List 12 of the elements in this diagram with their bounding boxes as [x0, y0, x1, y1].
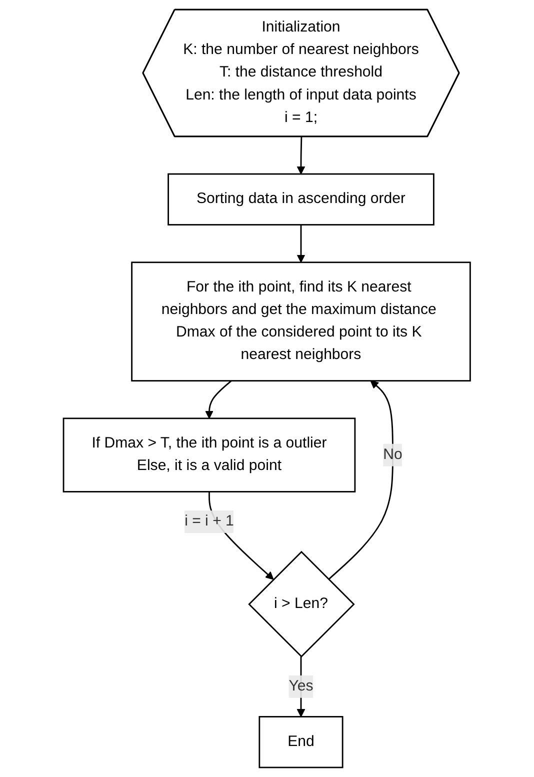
- node-box: End: [258, 716, 344, 768]
- node-box: If Dmax > T, the ith point is a outlier Else, it is a valid point: [62, 418, 356, 492]
- edge-label: No: [383, 446, 403, 463]
- arrow: [297, 136, 306, 174]
- node-diamond: i > Len?: [248, 550, 355, 658]
- edge-label: Yes: [288, 678, 314, 694]
- node-box: Sorting data in ascending order: [168, 173, 435, 226]
- arrow: [328, 380, 394, 580]
- arrow: [205, 380, 232, 419]
- edge-label: i = i + 1: [184, 513, 234, 530]
- node-box: For the ith point, find its K nearest neighbors and get the maximum distance Dmax of the considered point to its K nearest neighbors: [131, 262, 472, 382]
- arrow: [297, 224, 306, 263]
